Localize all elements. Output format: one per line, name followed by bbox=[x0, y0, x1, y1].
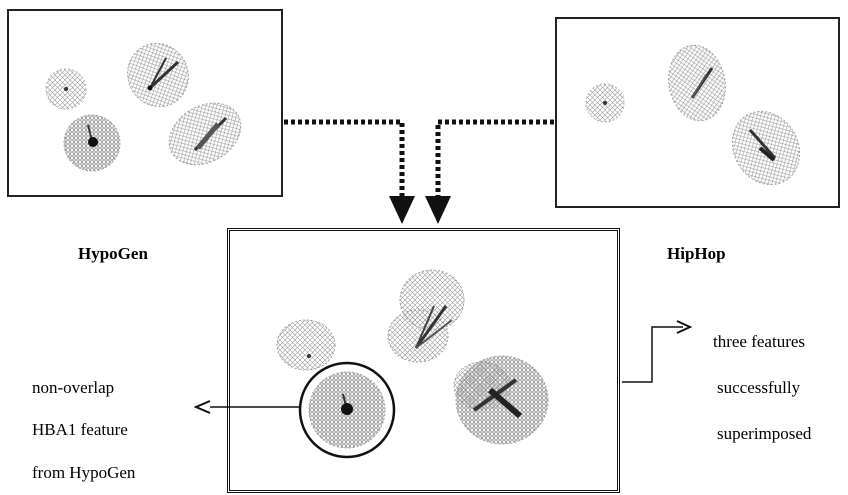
left-note-line-2: HBA1 feature bbox=[32, 420, 128, 439]
merged-feature-top bbox=[387, 269, 465, 363]
left-annotation-arrow bbox=[193, 400, 300, 414]
hypogen-title: HypoGen bbox=[78, 244, 148, 263]
hiphop-title: HipHop bbox=[667, 244, 726, 263]
hiphop-feature-top bbox=[668, 44, 726, 122]
hiphop-connector bbox=[425, 119, 554, 224]
hiphop-feature-bottom bbox=[731, 110, 801, 186]
hypogen-feature-top bbox=[127, 42, 189, 108]
right-annotation-arrow bbox=[622, 320, 693, 383]
hba1-highlight-circle bbox=[298, 361, 396, 459]
left-note-line-3: from HypoGen bbox=[32, 463, 136, 482]
left-note-line-1: non-overlap bbox=[32, 378, 115, 397]
hiphop-feature-small bbox=[585, 83, 625, 123]
hypogen-connector bbox=[284, 119, 415, 224]
hypogen-feature-right bbox=[168, 102, 242, 166]
merged-feature-small bbox=[276, 319, 336, 371]
hypogen-feature-hba1 bbox=[63, 114, 121, 172]
hypogen-feature-small bbox=[45, 68, 87, 110]
merged-feature-right bbox=[453, 355, 549, 445]
right-note-line-2: successfully bbox=[717, 378, 801, 397]
right-note-line-1: three features bbox=[713, 332, 806, 351]
right-note-line-3: superimposed bbox=[717, 424, 812, 443]
